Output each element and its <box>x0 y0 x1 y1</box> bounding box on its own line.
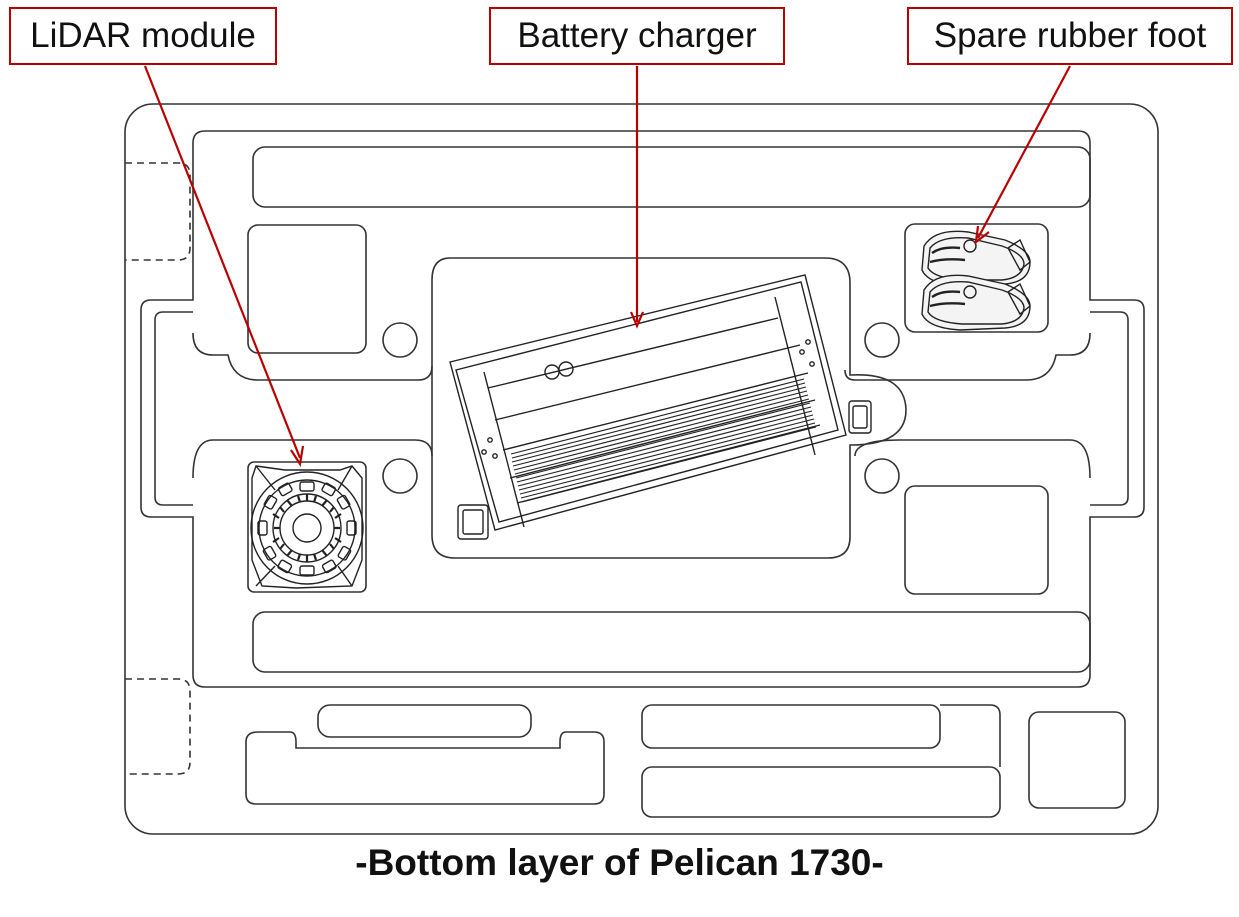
lidar-module <box>250 465 364 589</box>
battery-charger <box>449 274 872 540</box>
right-lower-pocket <box>904 485 1049 595</box>
finger-hole <box>864 322 900 358</box>
main-tray-outline <box>140 130 1145 688</box>
right-lower-channel <box>854 439 1091 479</box>
finger-hole <box>382 458 418 494</box>
main-tray-inner-edge-left <box>154 311 193 506</box>
callout-arrows <box>143 65 1071 467</box>
figure-caption: -Bottom layer of Pelican 1730- <box>355 842 884 883</box>
case-outline <box>124 103 1159 835</box>
foot-label: Spare rubber foot <box>907 7 1233 65</box>
lidar-callout-line <box>143 65 302 459</box>
small-upper-slot <box>317 704 532 738</box>
main-tray-inner-edge <box>1090 311 1129 506</box>
top-long-slot <box>252 146 1091 208</box>
lidar-pocket <box>247 461 367 593</box>
charger-label: Battery charger <box>489 7 785 65</box>
mid-lower-slot <box>641 766 1001 818</box>
finger-hole <box>382 322 418 358</box>
left-bottom-pocket <box>245 731 605 805</box>
foot-callout-line <box>977 65 1071 239</box>
bottom-long-slot <box>252 611 1091 673</box>
mid-upper-slot <box>641 704 941 749</box>
left-lower-channel <box>192 439 433 479</box>
lidar-label: LiDAR module <box>9 7 277 65</box>
rubber-foot-pocket <box>904 223 1049 333</box>
charger-pocket <box>431 257 907 559</box>
foot-arrowhead <box>974 225 990 245</box>
left-upper-pocket <box>247 224 367 354</box>
finger-hole <box>864 458 900 494</box>
hinge-recess-top <box>125 162 191 261</box>
right-upper-channel <box>844 332 1091 381</box>
charger-arrowhead <box>629 311 645 329</box>
right-bottom-pocket <box>1028 711 1126 809</box>
hinge-recess-bottom <box>125 678 191 775</box>
left-upper-channel <box>192 332 433 381</box>
spare-rubber-feet <box>921 230 1031 331</box>
lidar-arrowhead <box>290 445 305 467</box>
mid-tray-outline <box>940 704 1001 767</box>
